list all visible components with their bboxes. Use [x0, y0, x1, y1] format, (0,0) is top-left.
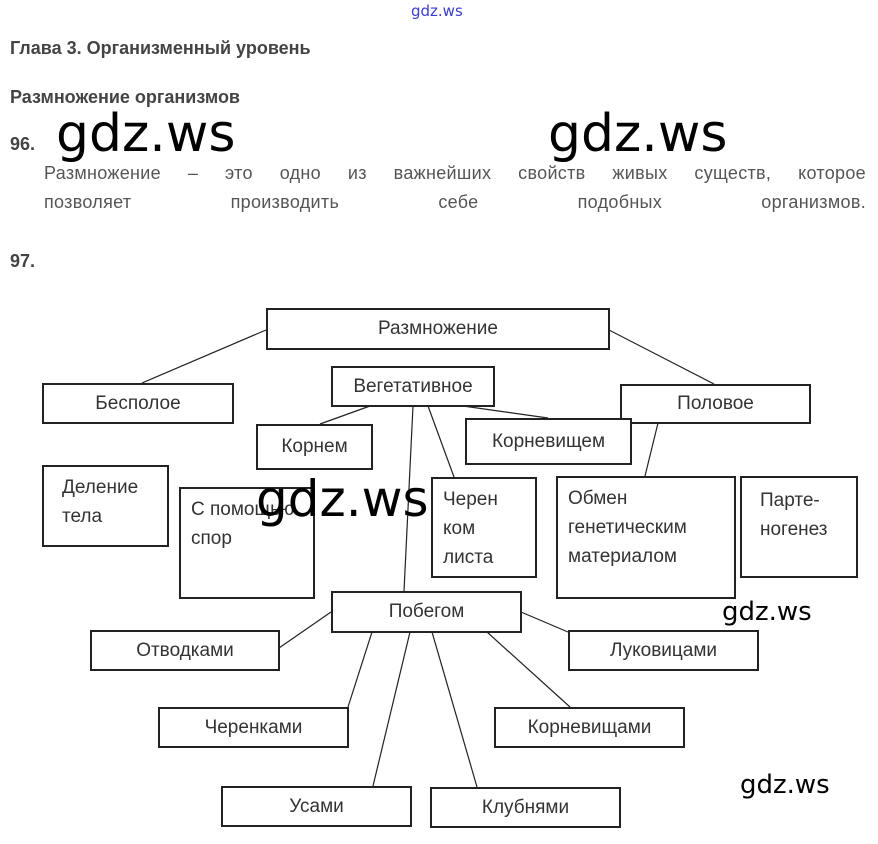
chapter-title: Глава 3. Организменный уровень: [10, 38, 311, 58]
box-spores: С помощью спор: [179, 487, 315, 599]
box-asexual: Бесполое: [42, 383, 234, 424]
connector: [347, 631, 373, 708]
connector: [608, 329, 715, 385]
connector: [486, 631, 571, 708]
connector: [462, 405, 549, 419]
watermark-4: gdz.ws: [722, 597, 812, 627]
connector: [644, 422, 659, 477]
connector: [278, 611, 332, 649]
task-96-number: 96.: [10, 134, 36, 154]
connector: [427, 405, 455, 478]
connector: [319, 405, 371, 425]
box-rhizome: Корневищем: [465, 418, 632, 465]
connector: [141, 329, 267, 384]
box-parthenogenesis: Парте-ногенез: [740, 476, 858, 578]
watermark-1: gdz.ws: [56, 104, 236, 164]
watermark-5: gdz.ws: [740, 770, 830, 800]
watermark-3: gdz.ws: [256, 470, 429, 528]
connector: [372, 631, 411, 787]
box-cuttings: Черенками: [158, 707, 349, 748]
connector: [520, 611, 569, 633]
box-reproduction: Размножение: [266, 308, 610, 350]
box-gene-exchange: Обмен генетическим материалом: [556, 476, 736, 599]
connector: [431, 631, 478, 788]
box-division: Деление тела: [42, 465, 169, 547]
connector: [403, 405, 414, 592]
box-shoot: Побегом: [331, 591, 522, 633]
watermark-top: gdz.ws: [411, 2, 463, 20]
task-97-number: 97.: [10, 251, 36, 271]
box-runners: Усами: [221, 786, 412, 827]
box-leaf-cutting: Черен ком листа: [431, 477, 537, 578]
task-96-line-1: Размножение – это одно из важнейших свой…: [44, 163, 866, 183]
box-root: Корнем: [256, 424, 373, 470]
box-rhizomes: Корневищами: [494, 707, 685, 748]
box-bulbs: Луковицами: [568, 630, 759, 671]
task-96-line-2: позволяет производить себе подобных орга…: [44, 192, 866, 212]
section-title: Размножение организмов: [10, 87, 241, 107]
box-sexual: Половое: [620, 384, 811, 424]
box-tubers: Клубнями: [430, 787, 621, 828]
watermark-2: gdz.ws: [548, 104, 728, 164]
box-vegetative: Вегетативное: [331, 366, 495, 407]
box-layering: Отводками: [90, 630, 280, 671]
